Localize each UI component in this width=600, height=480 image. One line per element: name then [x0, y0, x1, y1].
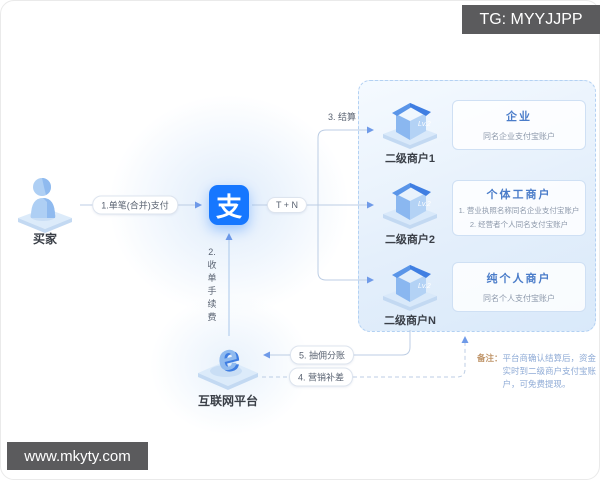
fee-char: 续 — [207, 299, 217, 309]
commission-line — [270, 330, 411, 356]
alipay-glyph: 支 — [215, 191, 242, 222]
note-line: 平台商确认结算后，资金 — [502, 353, 597, 363]
settle-cycle-label: T + N — [266, 197, 308, 213]
internet-platform-icon: e e — [198, 335, 258, 390]
note-label: 备注： — [477, 353, 503, 363]
settle-line-bottom — [317, 205, 367, 281]
site-watermark: www.mkyty.com — [7, 442, 148, 470]
merchant-badge: Lv.2 — [418, 201, 431, 208]
telegram-watermark-text: TG: MYYJJPP — [479, 10, 583, 28]
arrow-to-merchant2 — [367, 201, 374, 209]
site-watermark-text: www.mkyty.com — [24, 447, 131, 465]
settle-line-top — [317, 129, 367, 205]
merchant1-card-line: 同名企业支付宝账户 — [483, 132, 555, 141]
arrow-subsidy-up — [461, 336, 469, 343]
fee-char: 单 — [207, 273, 217, 283]
merchant2-card-line: 2. 经营者个人同名支付宝账户 — [469, 220, 569, 229]
merchantN-card-line: 同名个人支付宝账户 — [483, 294, 555, 303]
arrow-to-merchant1 — [367, 126, 374, 134]
settle-flow-label: 3. 结算 — [328, 112, 357, 122]
merchant-badge: Lv.2 — [418, 283, 431, 290]
merchant1-card-title: 企业 — [506, 111, 532, 123]
merchant-house-icon: Lv.2 — [383, 265, 437, 311]
note-body: 平台商确认结算后，资金 实时到二级商户支付宝账 户，可免费提现。 — [503, 352, 600, 391]
note-line: 户，可免费提现。 — [502, 379, 571, 389]
merchant1-card: 企业 同名企业支付宝账户 — [452, 100, 586, 150]
merchant2-card-line: 1. 营业执照名称同名企业支付宝账户 — [458, 206, 580, 215]
merchantN-card: 纯个人商户 同名个人支付宝账户 — [452, 262, 586, 312]
pay-flow-label: 1.单笔(合并)支付 — [92, 195, 178, 215]
merchant2-label: 二级商户2 — [384, 234, 436, 246]
buyer-icon — [18, 178, 72, 233]
fee-char: 收 — [207, 260, 217, 270]
note-line: 实时到二级商户支付宝账 — [502, 366, 597, 376]
buyer-label: 买家 — [32, 232, 58, 246]
merchant1-label: 二级商户1 — [384, 153, 436, 165]
fee-char: 2. — [208, 247, 216, 257]
arrow-fee-up — [225, 233, 233, 240]
merchant2-card: 个体工商户 1. 营业执照名称同名企业支付宝账户 2. 经营者个人同名支付宝账户 — [452, 180, 586, 236]
alipay-logo: 支 — [209, 185, 249, 225]
merchant-badge: Lv.2 — [418, 121, 431, 128]
arrow-to-alipay — [195, 201, 202, 209]
note: 备注： 平台商确认结算后，资金 实时到二级商户支付宝账 户，可免费提现。 — [477, 352, 600, 391]
fee-char: 费 — [207, 312, 217, 322]
merchantN-card-title: 纯个人商户 — [486, 273, 552, 285]
telegram-watermark: TG: MYYJJPP — [462, 5, 600, 34]
merchant2-card-title: 个体工商户 — [486, 189, 552, 201]
subsidy-flow-label: 4. 营销补差 — [288, 367, 354, 387]
merchant-house-icon: Lv.2 — [383, 183, 437, 229]
fee-char: 手 — [207, 286, 217, 296]
merchant-house-icon: Lv.2 — [383, 103, 437, 149]
acquiring-fee-label: 2. 收 单 手 续 费 — [204, 246, 220, 324]
arrow-to-merchantN — [367, 276, 374, 284]
commission-flow-label: 5. 抽佣分账 — [289, 345, 355, 365]
merchantN-label: 二级商户N — [384, 315, 436, 327]
platform-label: 互联网平台 — [197, 394, 259, 408]
arrow-commission-left — [263, 351, 270, 359]
